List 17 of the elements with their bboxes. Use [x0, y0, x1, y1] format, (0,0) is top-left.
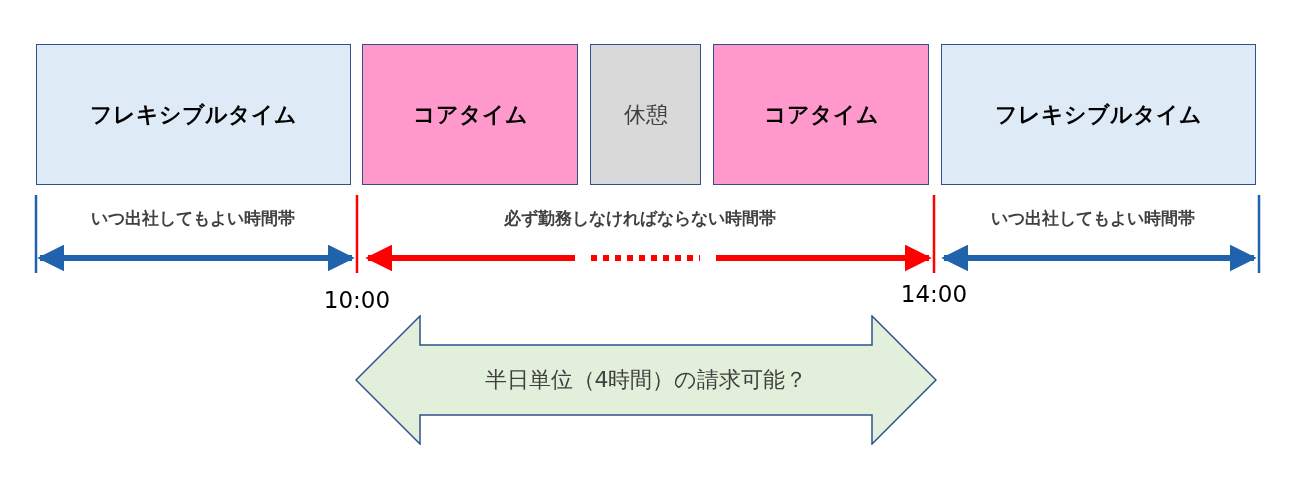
block-label: フレキシブルタイム: [995, 100, 1202, 129]
span-label: 必ず勤務しなければならない時間帯: [504, 207, 776, 230]
time-block: [36, 44, 351, 185]
block-label: 半日単位（4時間）の請求可能？: [484, 366, 808, 394]
time-label: 14:00: [900, 281, 968, 307]
block-label: コアタイム: [763, 100, 879, 129]
double-arrow-callout: [355, 315, 937, 445]
span-label: いつ出社してもよい時間帯: [91, 207, 295, 230]
time-block: [590, 44, 701, 185]
time-block: [362, 44, 578, 185]
time-block: [713, 44, 929, 185]
block-label: フレキシブルタイム: [90, 100, 297, 129]
span-label: いつ出社してもよい時間帯: [991, 207, 1195, 230]
block-label: 休憩: [623, 100, 668, 129]
time-block: [941, 44, 1256, 185]
block-label: コアタイム: [412, 100, 528, 129]
time-label: 10:00: [323, 287, 391, 313]
